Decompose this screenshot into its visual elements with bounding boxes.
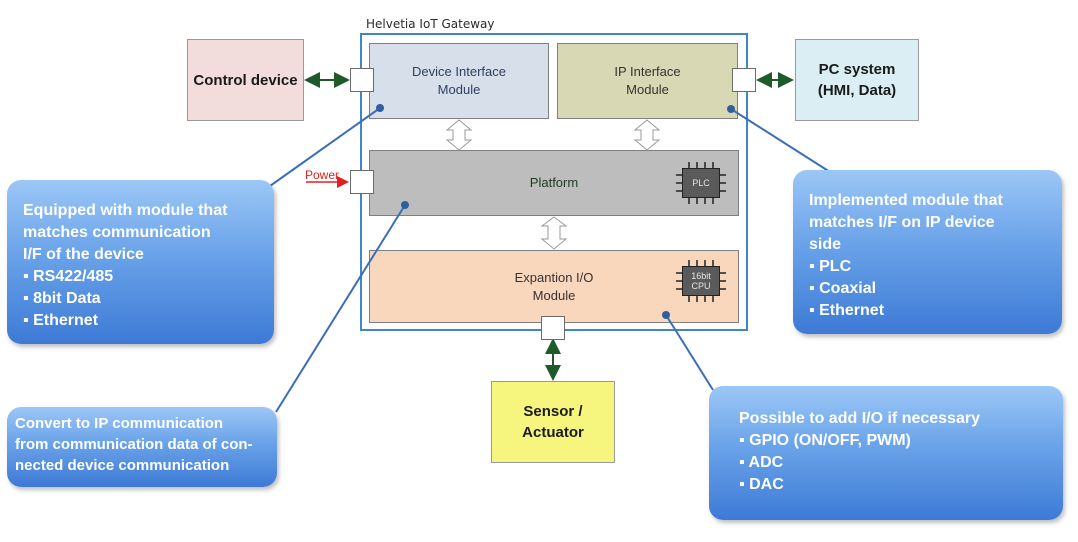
sensor-line1: Sensor / bbox=[523, 403, 583, 420]
pointer-dot-platform bbox=[401, 201, 409, 209]
callout-ip-side: Implemented module that matches I/F on I… bbox=[793, 170, 1062, 334]
callout-device-bullet: ▪ RS422/485 bbox=[23, 268, 114, 285]
device-interface-line2: Module bbox=[437, 82, 481, 97]
device-interface-line1: Device Interface bbox=[412, 64, 506, 79]
pointer-dot-device bbox=[376, 104, 384, 112]
callout-ip-line: Implemented module that bbox=[809, 192, 1003, 209]
ip-port bbox=[732, 68, 756, 92]
callout-ip-bullet: ▪ Coaxial bbox=[809, 280, 877, 297]
plc-chip: PLC bbox=[682, 168, 720, 198]
platform-label: Platform bbox=[529, 175, 579, 190]
callout-device-bullet: ▪ 8bit Data bbox=[23, 290, 101, 307]
plc-chip-pins bbox=[676, 162, 726, 204]
callout-convert: Convert to IP communication from communi… bbox=[7, 407, 277, 487]
callout-device-side: Equipped with module that matches commun… bbox=[7, 180, 274, 344]
plc-chip-label: PLC bbox=[692, 178, 710, 188]
pointer-io-callout bbox=[665, 314, 714, 391]
callout-io-line: Possible to add I/O if necessary bbox=[739, 410, 980, 427]
sensor-actuator-box: Sensor / Actuator bbox=[491, 381, 615, 463]
sensor-line2: Actuator bbox=[522, 424, 584, 441]
gateway-title: Helvetia IoT Gateway bbox=[366, 17, 495, 31]
cpu-chip-line1: 16bit bbox=[691, 271, 711, 281]
device-interface-module: Device Interface Module bbox=[369, 43, 549, 119]
ip-interface-line2: Module bbox=[626, 82, 669, 97]
power-label: Power bbox=[305, 168, 340, 182]
expansion-io-module: Expantion I/O Module bbox=[369, 250, 739, 323]
callout-device-line: matches communication bbox=[23, 224, 211, 241]
hollow-arrow-ipm-platform bbox=[633, 119, 661, 151]
expansion-line1: Expantion I/O bbox=[514, 269, 594, 285]
pointer-ip-callout bbox=[730, 108, 831, 173]
pc-system-line1: PC system bbox=[818, 61, 896, 78]
callout-ip-bullet: ▪ PLC bbox=[809, 258, 852, 275]
callout-ip-line: matches I/F on IP device bbox=[809, 214, 995, 231]
callout-convert-line: from communication data of con- bbox=[15, 436, 253, 453]
pc-system-line2: (HMI, Data) bbox=[817, 82, 897, 99]
io-port bbox=[541, 316, 565, 340]
cpu-chip: 16bit CPU bbox=[682, 266, 720, 296]
callout-io-bullet: ▪ GPIO (ON/OFF, PWM) bbox=[739, 432, 911, 449]
pointer-device-callout bbox=[269, 107, 381, 187]
expansion-line2: Module bbox=[532, 287, 576, 303]
cpu-chip-line2: CPU bbox=[691, 281, 711, 291]
pc-system-box: PC system (HMI, Data) bbox=[795, 39, 919, 121]
ip-interface-line1: IP Interface bbox=[614, 64, 681, 79]
cpu-chip-pins bbox=[676, 260, 726, 302]
ip-interface-module: IP Interface Module bbox=[557, 43, 738, 119]
hollow-arrow-platform-expansion bbox=[540, 216, 568, 250]
callout-convert-line: Convert to IP communication bbox=[15, 415, 224, 432]
callout-io-bullet: ▪ DAC bbox=[739, 476, 784, 493]
callout-device-bullet: ▪ Ethernet bbox=[23, 312, 99, 329]
callout-convert-line: nected device communication bbox=[15, 457, 230, 474]
hollow-arrow-dim-platform bbox=[445, 119, 473, 151]
callout-device-line: I/F of the device bbox=[23, 246, 144, 263]
pointer-dot-ip bbox=[727, 105, 735, 113]
power-port bbox=[350, 170, 374, 194]
control-device-box: Control device bbox=[187, 39, 304, 121]
callout-io: Possible to add I/O if necessary ▪ GPIO … bbox=[709, 386, 1063, 520]
control-device-label: Control device bbox=[193, 71, 298, 89]
pointer-dot-expansion bbox=[662, 311, 670, 319]
callout-io-bullet: ▪ ADC bbox=[739, 454, 784, 471]
callout-device-line: Equipped with module that bbox=[23, 202, 228, 219]
device-port bbox=[350, 68, 374, 92]
callout-ip-bullet: ▪ Ethernet bbox=[809, 302, 885, 319]
callout-ip-line: side bbox=[809, 236, 842, 253]
pointer-convert-callout bbox=[275, 204, 406, 413]
